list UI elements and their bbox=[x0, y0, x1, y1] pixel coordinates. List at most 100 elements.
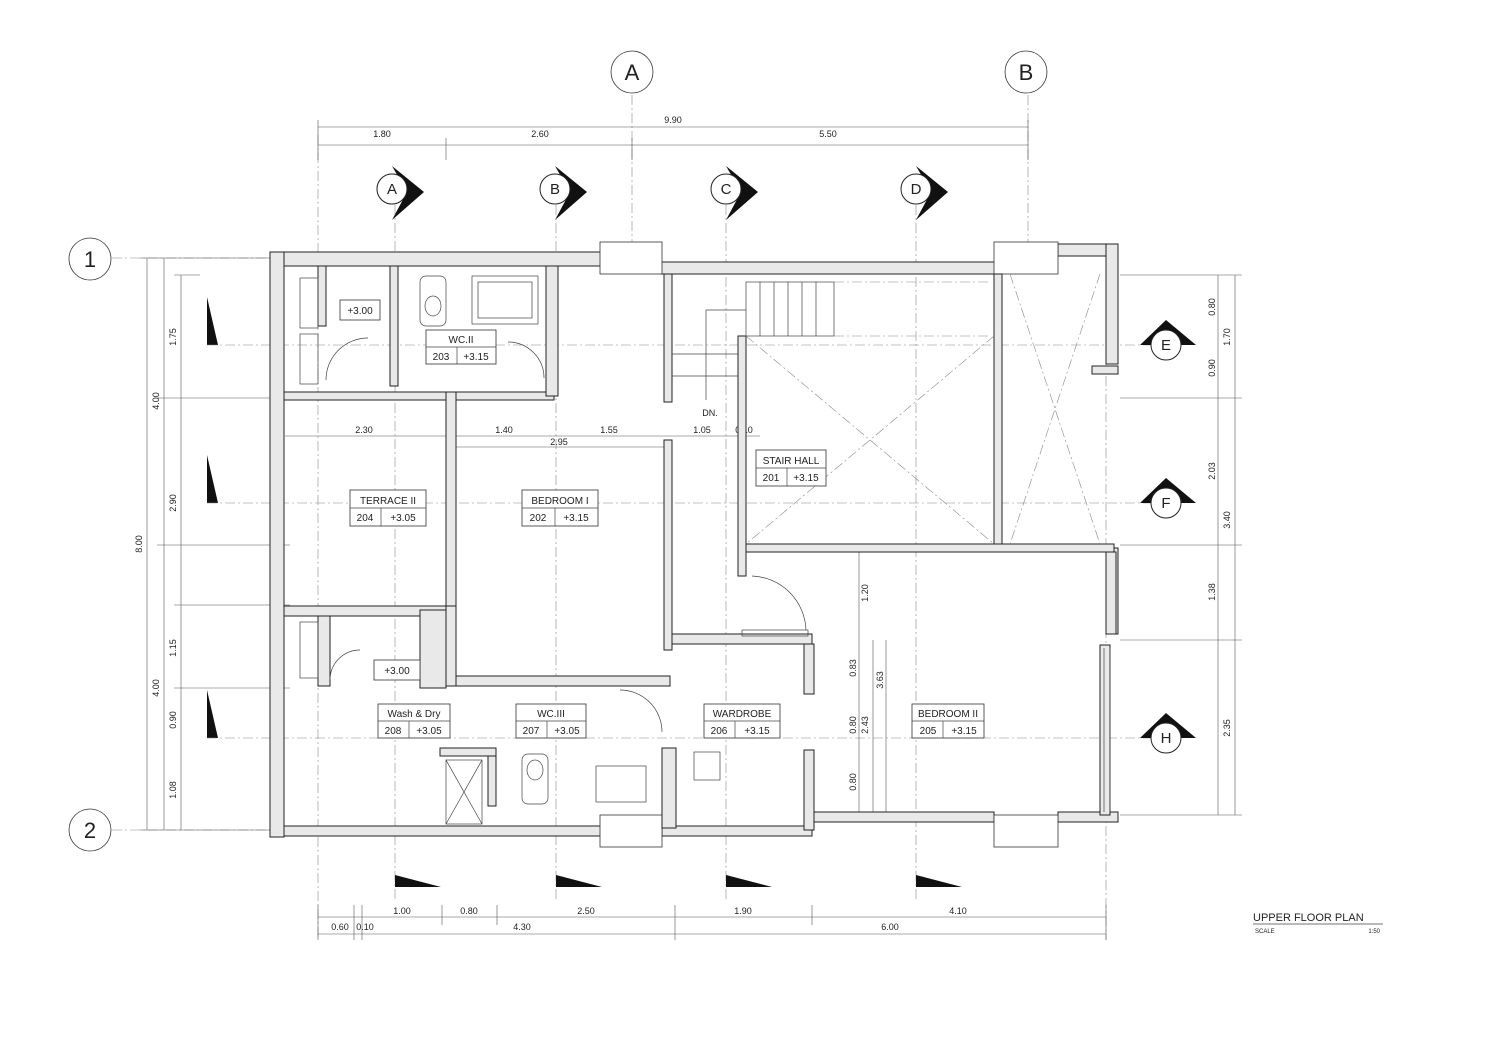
top-dimensions: 9.90 1.80 2.60 5.50 bbox=[317, 115, 1029, 160]
svg-text:B: B bbox=[550, 181, 560, 198]
svg-text:2.43: 2.43 bbox=[860, 716, 870, 734]
svg-text:STAIR HALL: STAIR HALL bbox=[763, 456, 820, 467]
level-tag-lower: +3.00 bbox=[373, 659, 421, 681]
svg-text:+3.05: +3.05 bbox=[554, 726, 580, 737]
svg-text:208: 208 bbox=[385, 726, 402, 737]
room-tag-wc2: WC.II 203 +3.15 bbox=[425, 329, 497, 365]
level-tag-upper: +3.00 bbox=[339, 299, 381, 321]
svg-text:0.60: 0.60 bbox=[331, 922, 349, 932]
svg-text:0.83: 0.83 bbox=[848, 659, 858, 677]
bedroom2-dimensions: 1.20 0.83 3.63 0.80 2.43 0.80 bbox=[848, 550, 887, 815]
svg-text:+3.15: +3.15 bbox=[563, 513, 589, 524]
section-marker-c: C bbox=[710, 166, 758, 900]
svg-text:Wash & Dry: Wash & Dry bbox=[388, 709, 441, 720]
svg-text:A: A bbox=[625, 60, 640, 85]
room-tag-bedroom2: BEDROOM II 205 +3.15 bbox=[911, 703, 985, 739]
svg-text:0.80: 0.80 bbox=[848, 716, 858, 734]
grid-bubble-1: 1 bbox=[68, 237, 112, 281]
svg-text:1.05: 1.05 bbox=[693, 425, 711, 435]
svg-text:1.55: 1.55 bbox=[600, 425, 618, 435]
bottom-dimensions: 1.00 0.80 2.50 1.90 4.10 0.60 0.10 4.30 … bbox=[317, 905, 1107, 940]
dim-top-1: 1.80 bbox=[373, 129, 391, 139]
svg-text:2.95: 2.95 bbox=[550, 437, 568, 447]
svg-text:2.90: 2.90 bbox=[168, 494, 178, 512]
left-dimensions: 8.00 4.00 4.00 1.75 2.90 1.15 0.90 1.08 bbox=[134, 257, 290, 831]
svg-text:0.80: 0.80 bbox=[460, 906, 478, 916]
drawing-title: UPPER FLOOR PLAN bbox=[1253, 912, 1364, 924]
section-marker-d: D bbox=[900, 166, 948, 900]
svg-text:WC.III: WC.III bbox=[537, 709, 565, 720]
svg-text:1.08: 1.08 bbox=[168, 781, 178, 799]
svg-text:0.10: 0.10 bbox=[356, 922, 374, 932]
svg-text:2.30: 2.30 bbox=[355, 425, 373, 435]
svg-text:206: 206 bbox=[711, 726, 728, 737]
dim-top-total: 9.90 bbox=[664, 115, 682, 125]
svg-text:+3.05: +3.05 bbox=[416, 726, 442, 737]
interior-dimensions: 2.30 1.40 1.55 1.05 0.10 2.95 bbox=[285, 425, 760, 448]
title-block: UPPER FLOOR PLAN SCALE 1:50 bbox=[1253, 912, 1383, 935]
svg-text:WC.II: WC.II bbox=[449, 335, 474, 346]
grid-bubble-a: A bbox=[610, 50, 654, 94]
svg-text:+3.15: +3.15 bbox=[744, 726, 770, 737]
grid-bubble-2: 2 bbox=[68, 808, 112, 852]
room-tag-bedroom1: BEDROOM I 202 +3.15 bbox=[521, 489, 599, 527]
svg-text:1.90: 1.90 bbox=[734, 906, 752, 916]
section-marker-h: H bbox=[1140, 713, 1196, 754]
walls bbox=[269, 241, 1119, 848]
room-tag-wc3: WC.III 207 +3.05 bbox=[515, 703, 587, 739]
section-marker-a: A bbox=[376, 166, 424, 900]
room-tag-terrace2: TERRACE II 204 +3.05 bbox=[349, 489, 427, 527]
svg-text:2.50: 2.50 bbox=[577, 906, 595, 916]
svg-text:+3.00: +3.00 bbox=[384, 666, 410, 677]
scale-value: 1:50 bbox=[1368, 929, 1380, 935]
dim-left-total: 8.00 bbox=[134, 535, 144, 553]
svg-text:0.90: 0.90 bbox=[168, 711, 178, 729]
svg-text:201: 201 bbox=[763, 473, 780, 484]
svg-text:6.00: 6.00 bbox=[881, 922, 899, 932]
svg-text:+3.15: +3.15 bbox=[951, 726, 977, 737]
svg-text:207: 207 bbox=[523, 726, 540, 737]
svg-text:2: 2 bbox=[84, 818, 96, 843]
svg-text:+3.15: +3.15 bbox=[463, 352, 489, 363]
svg-text:2.03: 2.03 bbox=[1207, 462, 1217, 480]
scale-label: SCALE bbox=[1255, 929, 1275, 935]
section-marker-e: E bbox=[1140, 320, 1196, 361]
svg-text:TERRACE II: TERRACE II bbox=[360, 496, 416, 507]
grid-bubble-b: B bbox=[1004, 50, 1048, 94]
svg-text:+3.00: +3.00 bbox=[347, 306, 373, 317]
svg-text:1.20: 1.20 bbox=[860, 584, 870, 602]
svg-text:WARDROBE: WARDROBE bbox=[713, 709, 772, 720]
svg-text:C: C bbox=[721, 181, 732, 198]
svg-text:B: B bbox=[1019, 60, 1034, 85]
svg-text:1.75: 1.75 bbox=[168, 328, 178, 346]
svg-text:BEDROOM I: BEDROOM I bbox=[531, 496, 588, 507]
dim-top-3: 5.50 bbox=[819, 129, 837, 139]
svg-text:H: H bbox=[1161, 730, 1172, 747]
svg-text:F: F bbox=[1161, 495, 1170, 512]
svg-text:1.00: 1.00 bbox=[393, 906, 411, 916]
dim-left-lower: 4.00 bbox=[151, 679, 161, 697]
svg-text:A: A bbox=[387, 181, 397, 198]
svg-text:204: 204 bbox=[357, 513, 374, 524]
room-tag-stairhall: STAIR HALL 201 +3.15 bbox=[755, 449, 827, 487]
svg-text:0.90: 0.90 bbox=[1207, 359, 1217, 377]
svg-text:202: 202 bbox=[530, 513, 547, 524]
fixtures bbox=[299, 275, 1111, 825]
svg-text:E: E bbox=[1161, 337, 1171, 354]
svg-text:4.30: 4.30 bbox=[513, 922, 531, 932]
stair-dn-label: DN. bbox=[702, 408, 718, 418]
svg-text:BEDROOM II: BEDROOM II bbox=[918, 709, 978, 720]
svg-text:3.40: 3.40 bbox=[1222, 511, 1232, 529]
svg-text:1.70: 1.70 bbox=[1222, 328, 1232, 346]
svg-text:0.80: 0.80 bbox=[848, 773, 858, 791]
right-dimensions: 0.80 1.70 0.90 2.03 3.40 1.38 2.35 bbox=[1120, 274, 1242, 816]
svg-text:205: 205 bbox=[920, 726, 937, 737]
svg-text:3.63: 3.63 bbox=[875, 671, 885, 689]
dim-top-2: 2.60 bbox=[531, 129, 549, 139]
svg-text:203: 203 bbox=[433, 352, 450, 363]
svg-text:1: 1 bbox=[84, 247, 96, 272]
section-arrows-left bbox=[207, 297, 1180, 739]
svg-text:+3.15: +3.15 bbox=[793, 473, 819, 484]
svg-text:+3.05: +3.05 bbox=[390, 513, 416, 524]
svg-text:1.15: 1.15 bbox=[168, 639, 178, 657]
